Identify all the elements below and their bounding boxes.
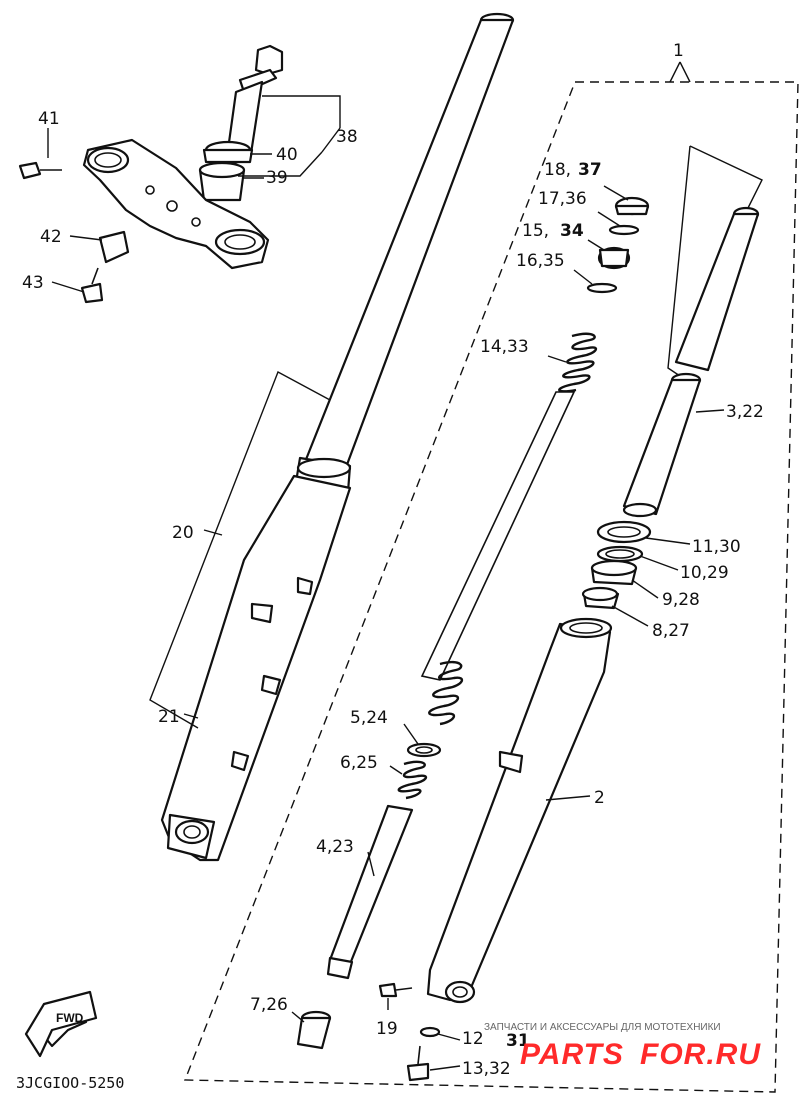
label-part-43: 43 [22,273,44,293]
label-part-7-26: 7,26 [250,995,288,1015]
label-part-39: 39 [266,168,288,188]
fork-bracket-lines [667,145,763,377]
label-part-40: 40 [276,145,298,165]
fork-cap-parts [586,196,650,294]
label-part-21: 21 [158,707,180,727]
rebound-spring [397,742,442,800]
label-part-13-32: 13,32 [462,1059,511,1079]
right-leader-lines [291,185,725,1071]
label-part-4-23: 4,23 [316,837,354,857]
drain-hardware [378,982,441,1082]
label-part-17-36: 17,36 [538,189,587,209]
fwd-label: FWD [56,1011,84,1025]
label-part-41: 41 [38,109,60,129]
slider-bracket-lines [149,371,331,729]
diagram-code: 3JCGIOO-5250 [16,1074,124,1092]
label-part-10-29: 10,29 [680,563,729,583]
label-part-8-27: 8,27 [652,621,690,641]
label-part-15: 15, [522,221,549,241]
damper-tube [326,804,414,980]
label-part-1: 1 [673,41,684,61]
fork-seals [581,520,652,610]
callout-labels: 1 2 3,22 4,23 5,24 6,25 7,26 8,27 9,28 1… [22,41,764,1079]
outer-slider-left [160,474,352,862]
watermark-brand-a: PARTS [520,1038,624,1071]
label-part-12: 12 [462,1029,484,1049]
fork-spring [420,332,598,726]
watermark-caption: ЗАПЧАСТИ И АКСЕССУАРЫ ДЛЯ МОТОТЕХНИКИ [484,1022,721,1033]
label-part-37: 37 [578,160,602,180]
watermark: ЗАПЧАСТИ И АКСЕССУАРЫ ДЛЯ МОТОТЕХНИКИ PA… [484,1022,761,1071]
label-part-19: 19 [376,1019,398,1039]
outer-slider-right [426,617,613,1004]
label-part-9-28: 9,28 [662,590,700,610]
label-part-2: 2 [594,788,605,808]
label-part-11-30: 11,30 [692,537,741,557]
damper-rod [622,372,702,518]
label-part-31: 31 [506,1031,530,1051]
watermark-brand-b: FOR.RU [640,1038,761,1071]
inner-tube-assembly [294,12,515,494]
label-part-18: 18, [544,160,571,180]
steering-stem-assembly [18,44,284,304]
oil-lock-piece [296,1010,332,1050]
assembly-box-outline [183,61,799,1093]
label-part-38: 38 [336,127,358,147]
fork-upper-tube [674,206,760,372]
stem-leader-lines [47,95,341,293]
label-part-16-35: 16,35 [516,251,565,271]
label-part-14-33: 14,33 [480,337,529,357]
fwd-arrow-icon: FWD [24,990,98,1058]
label-part-3-22: 3,22 [726,402,764,422]
label-part-34: 34 [560,221,584,241]
label-part-5-24: 5,24 [350,708,388,728]
label-part-42: 42 [40,227,62,247]
label-part-20: 20 [172,523,194,543]
label-part-6-25: 6,25 [340,753,378,773]
